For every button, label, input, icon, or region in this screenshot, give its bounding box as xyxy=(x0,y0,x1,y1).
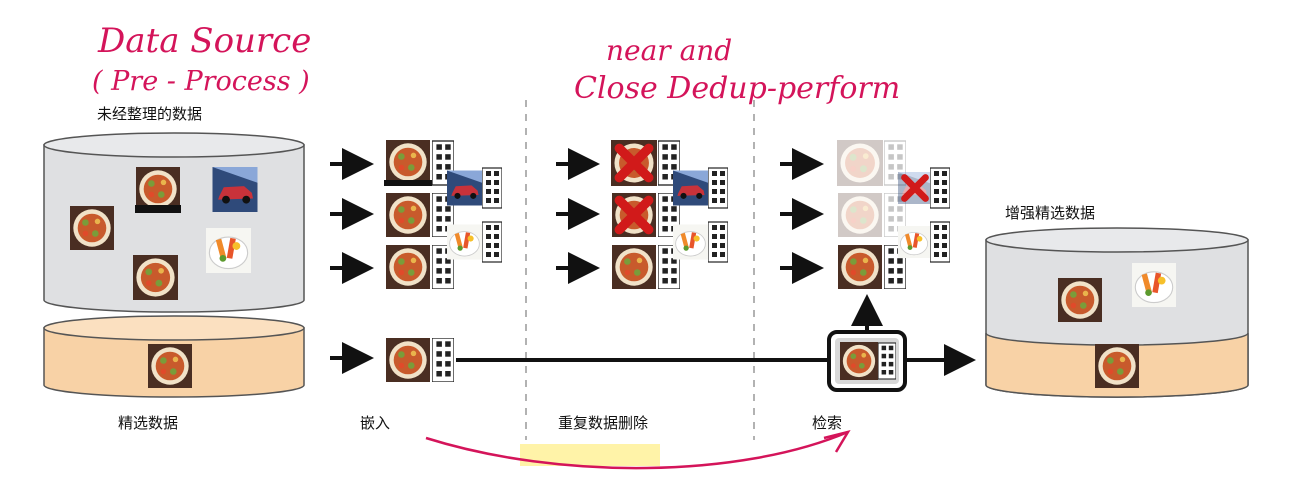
food-photo-icon xyxy=(148,344,192,388)
salad-photo-icon xyxy=(673,225,708,260)
film-strip-icon xyxy=(930,222,950,262)
food-photo-icon xyxy=(386,140,430,184)
film-strip-icon xyxy=(708,222,728,262)
food-photo-icon xyxy=(612,245,656,289)
food-photo-icon xyxy=(70,206,114,250)
food-photo-icon xyxy=(838,245,882,289)
film-strip-icon xyxy=(482,222,502,262)
handwritten-note-pre-process: ( Pre - Process ) xyxy=(92,66,310,97)
photo-border xyxy=(135,205,181,213)
dedup-label: 重复数据删除 xyxy=(558,414,648,432)
handwritten-note-data-source: Data Source xyxy=(97,21,311,61)
food-photo-icon xyxy=(386,245,430,289)
salad-photo-icon xyxy=(1132,263,1176,307)
food-photo-icon xyxy=(1095,344,1139,388)
retrieval-column xyxy=(837,140,950,289)
food-photo-icon xyxy=(837,140,883,186)
car-photo-icon xyxy=(213,167,258,212)
dedup-column xyxy=(611,140,728,289)
film-strip-icon xyxy=(930,168,950,208)
film-strip-icon xyxy=(482,168,502,208)
food-photo-icon xyxy=(386,338,430,382)
food-photo-icon xyxy=(133,255,178,300)
curated-data-label: 精选数据 xyxy=(118,414,178,432)
query-box xyxy=(829,332,905,390)
film-strip-icon xyxy=(432,338,454,382)
retrieval-arrows xyxy=(780,164,816,268)
food-photo-icon xyxy=(386,193,430,237)
embedding-column xyxy=(384,140,502,382)
car-photo-icon xyxy=(447,171,482,206)
salad-photo-icon xyxy=(447,225,482,260)
handwritten-arrowhead xyxy=(824,432,848,452)
food-photo-icon xyxy=(840,342,878,380)
food-photo-icon xyxy=(838,193,882,237)
salad-photo-icon xyxy=(898,226,930,258)
handwritten-note-near-and: near and xyxy=(606,34,732,67)
food-photo-icon xyxy=(136,167,180,211)
embedding-label: 嵌入 xyxy=(360,414,390,432)
film-strip-icon xyxy=(878,343,896,379)
film-strip-icon xyxy=(708,168,728,208)
handwritten-note-dedup: Close Dedup-perform xyxy=(574,71,900,106)
augmented-data-label: 增强精选数据 xyxy=(1005,204,1095,222)
raw-data-label: 未经整理的数据 xyxy=(97,105,202,123)
salad-photo-icon xyxy=(206,228,251,273)
dedup-arrows xyxy=(556,164,592,268)
car-photo-icon xyxy=(673,171,708,206)
food-photo-icon xyxy=(1058,278,1102,322)
embed-arrows xyxy=(330,164,366,358)
retrieval-label: 检索 xyxy=(812,414,842,432)
